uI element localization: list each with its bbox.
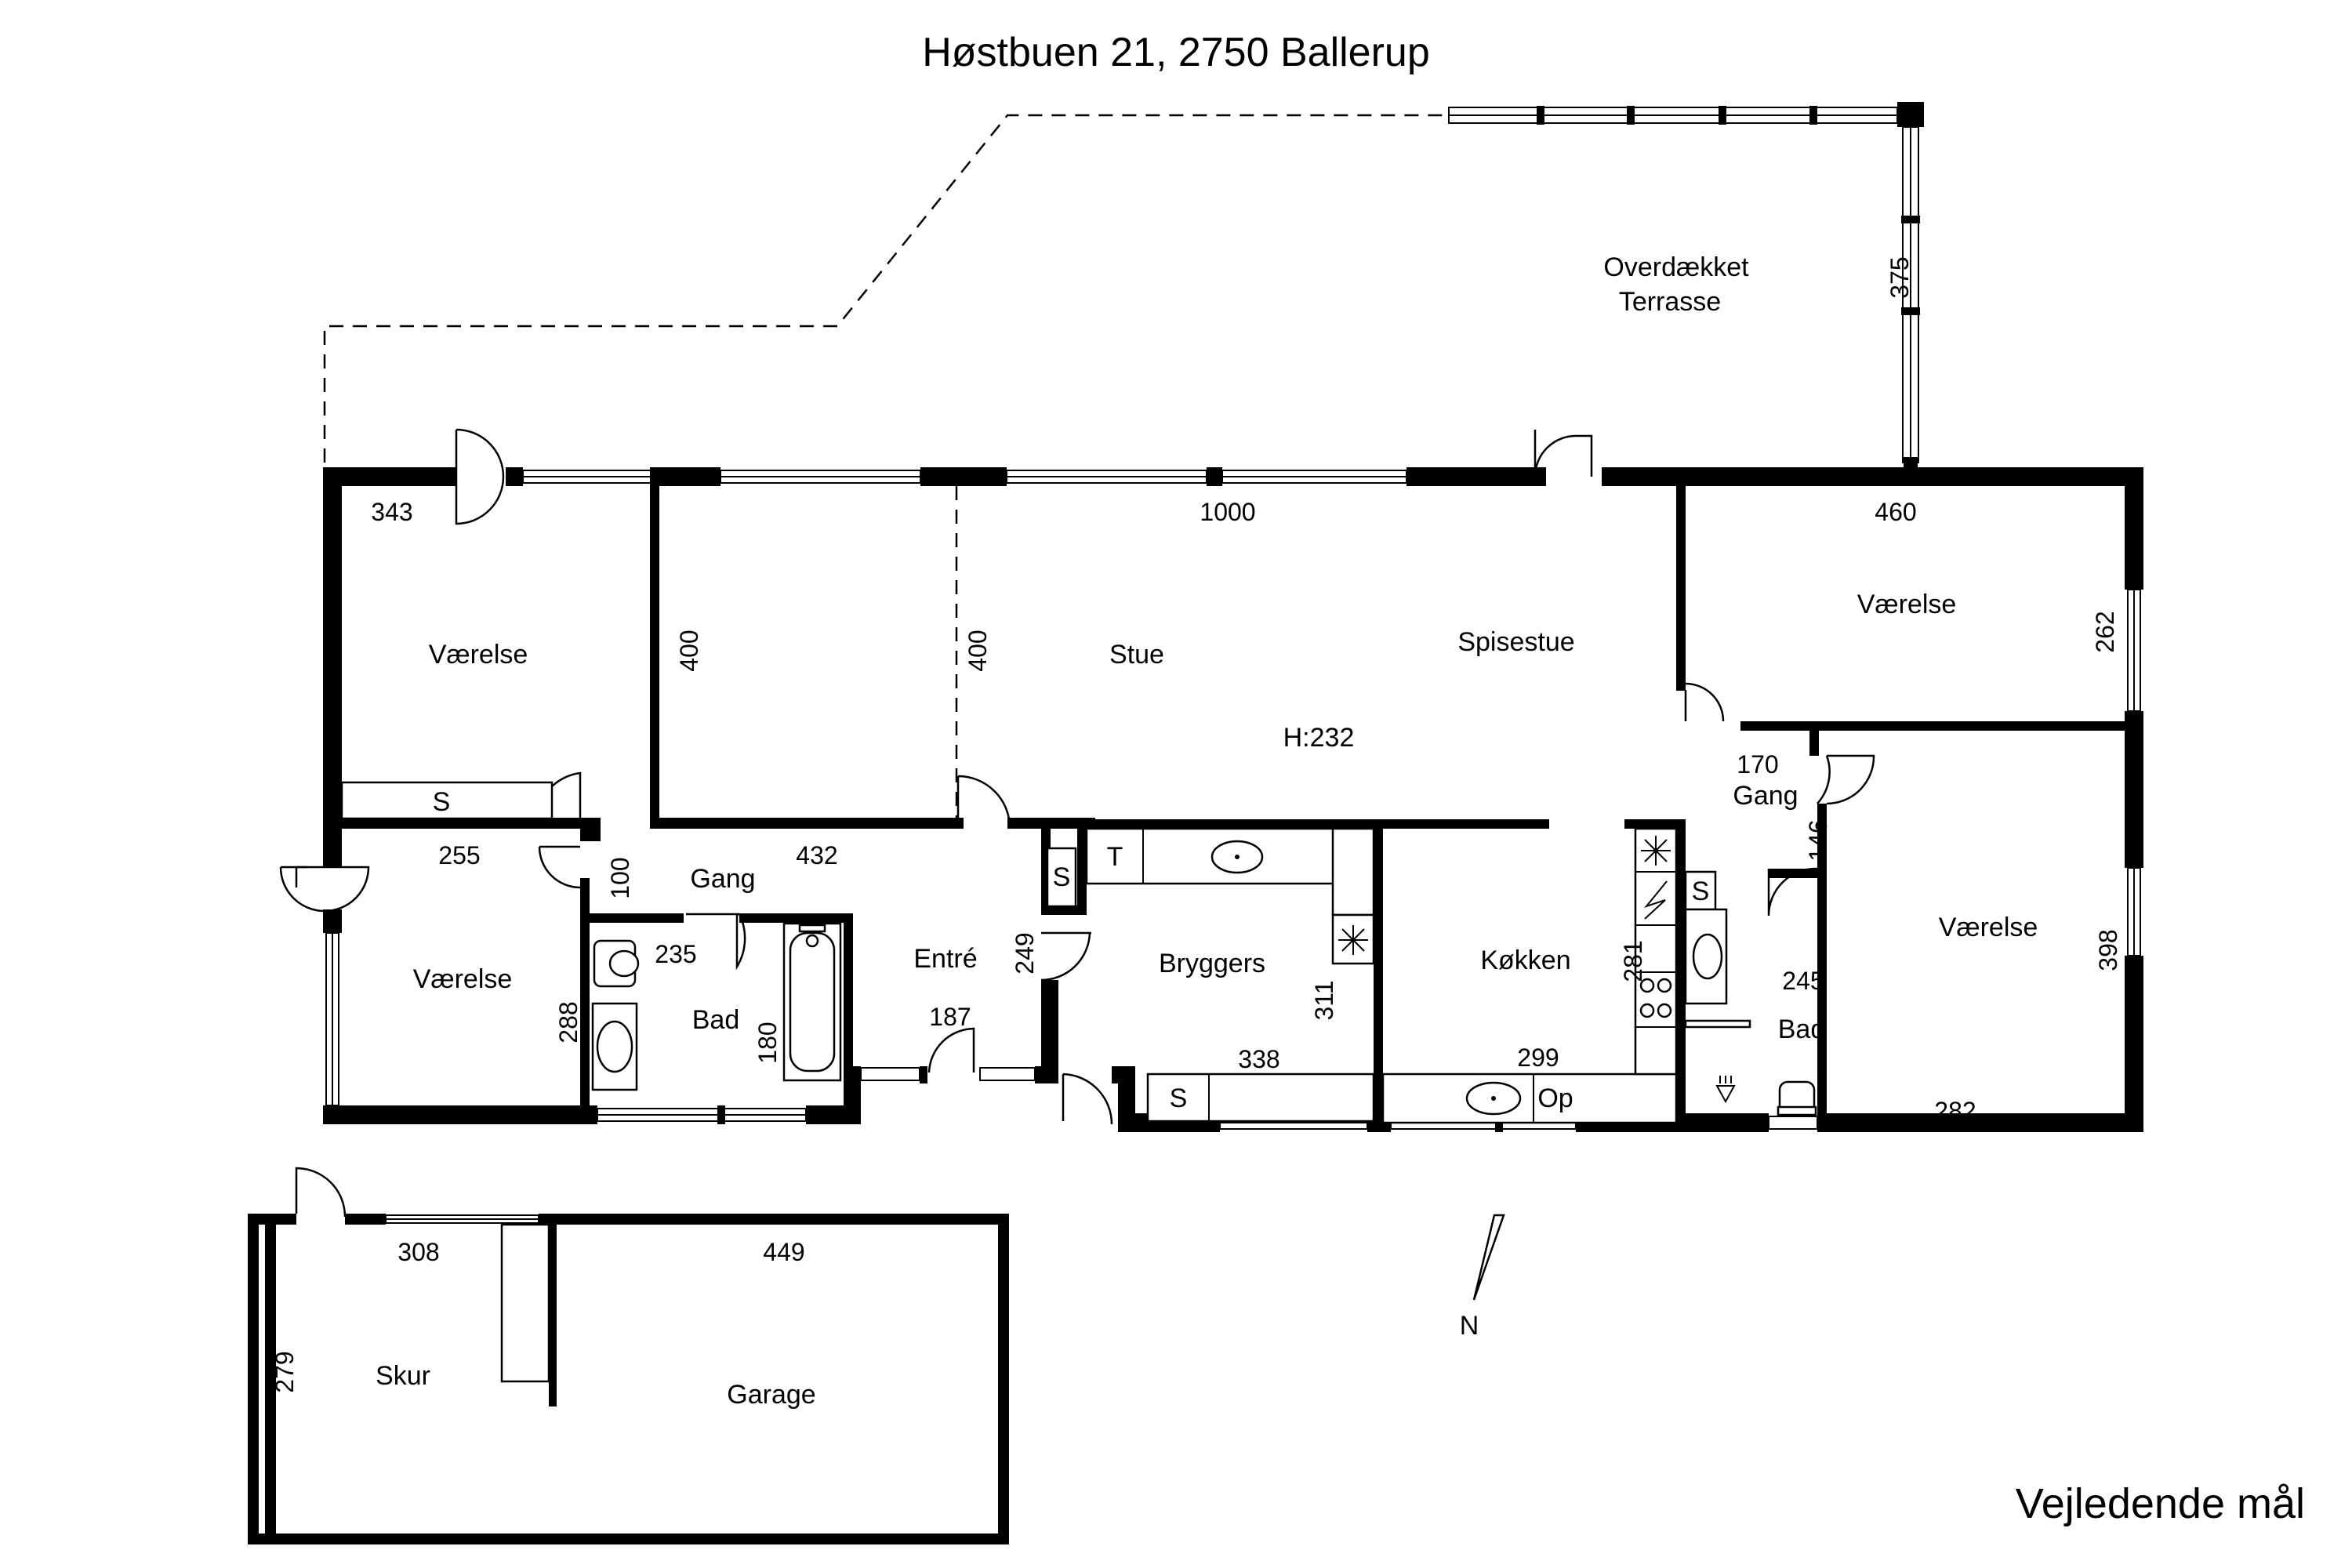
terrace-glazing — [1448, 102, 1924, 471]
dim-249: 249 — [1011, 932, 1039, 974]
room-vaerelse-ne: Værelse — [1857, 590, 1957, 619]
room-bryggers: Bryggers — [1159, 949, 1265, 978]
room-bad-west: Bad — [692, 1005, 740, 1035]
dim-100: 100 — [606, 857, 634, 898]
garage-building — [248, 1167, 1009, 1544]
north-arrow-icon — [1472, 1214, 1505, 1301]
room-vaerelse-sw: Værelse — [413, 964, 513, 994]
dim-281: 281 — [1619, 940, 1647, 982]
dim-288: 288 — [554, 1001, 583, 1043]
fixture-s-bad-east: S — [1692, 877, 1710, 906]
dim-338: 338 — [1238, 1045, 1279, 1073]
dim-146: 146 — [1804, 819, 1832, 861]
room-gang-west: Gang — [690, 864, 755, 894]
room-terrace-line2: Terrasse — [1619, 287, 1721, 317]
dim-432: 432 — [796, 841, 837, 869]
room-garage: Garage — [727, 1380, 815, 1410]
fixture-s-bryggers: S — [1053, 862, 1071, 892]
room-terrace-line1: Overdækket — [1603, 252, 1749, 282]
dim-308: 308 — [397, 1238, 439, 1266]
compass-north: N — [1460, 1311, 1479, 1341]
fixture-s-nw: S — [433, 787, 451, 817]
room-skur: Skur — [376, 1361, 430, 1391]
dim-255: 255 — [438, 841, 480, 869]
fixture-op-koekken: Op — [1537, 1083, 1573, 1113]
room-spisestue: Spisestue — [1457, 627, 1574, 657]
stove-icon — [1639, 978, 1672, 1018]
wardrobe-nw — [340, 781, 554, 820]
room-bad-east: Bad — [1778, 1014, 1826, 1044]
dim-449: 449 — [763, 1238, 804, 1266]
fixture-t-bryggers: T — [1107, 842, 1123, 872]
shelf-skur — [500, 1223, 550, 1383]
dim-343: 343 — [371, 498, 412, 526]
dim-375: 375 — [1886, 256, 1914, 298]
room-entre: Entré — [913, 944, 977, 974]
dim-311: 311 — [1310, 980, 1338, 1020]
dim-262: 262 — [2091, 611, 2119, 652]
dim-187: 187 — [929, 1003, 971, 1031]
counter-s-bryggers-south — [1146, 1073, 1375, 1123]
fixtures: S S T S Op — [340, 781, 1817, 1124]
dim-1000: 1000 — [1200, 498, 1255, 526]
dim-235: 235 — [655, 940, 696, 968]
dim-180: 180 — [753, 1022, 782, 1063]
dim-170: 170 — [1737, 750, 1778, 779]
counter-bryggers — [1085, 827, 1341, 885]
plan-title: Høstbuen 21, 2750 Ballerup — [922, 30, 1430, 75]
dim-460: 460 — [1875, 498, 1916, 526]
room-height: H:232 — [1283, 723, 1355, 753]
dim-398: 398 — [2094, 929, 2122, 971]
asterisk-icon — [1338, 925, 1368, 955]
terrace-outline — [323, 114, 1449, 463]
cabinet-s-bryggers — [1046, 847, 1077, 908]
counter-koekken-south — [1381, 1073, 1678, 1124]
dim-282: 282 — [1934, 1097, 1976, 1125]
room-vaerelse-nw: Værelse — [429, 640, 528, 670]
guidance-note: Vejledende mål — [2016, 1480, 2305, 1527]
fixture-s-bryggers-south: S — [1170, 1083, 1188, 1113]
dim-400b: 400 — [964, 630, 992, 671]
room-labels: Overdækket Terrasse Værelse Stue Spisest… — [376, 252, 2038, 1410]
room-vaerelse-se: Værelse — [1939, 913, 2038, 942]
shower-icon — [1715, 1076, 1736, 1104]
dimension-labels: 375 343 1000 460 400 400 262 170 146 255… — [270, 256, 2122, 1392]
dim-279: 279 — [270, 1351, 299, 1392]
counter-koekken-east — [1634, 827, 1678, 1076]
dim-299: 299 — [1517, 1044, 1559, 1072]
dim-245: 245 — [1782, 967, 1824, 995]
dim-400a: 400 — [675, 630, 703, 671]
room-gang-east: Gang — [1733, 781, 1798, 811]
room-koekken: Køkken — [1480, 946, 1570, 975]
room-stue: Stue — [1109, 640, 1164, 670]
lightning-icon — [1644, 880, 1668, 920]
house-walls — [323, 467, 2143, 1132]
asterisk-icon — [1641, 836, 1671, 866]
